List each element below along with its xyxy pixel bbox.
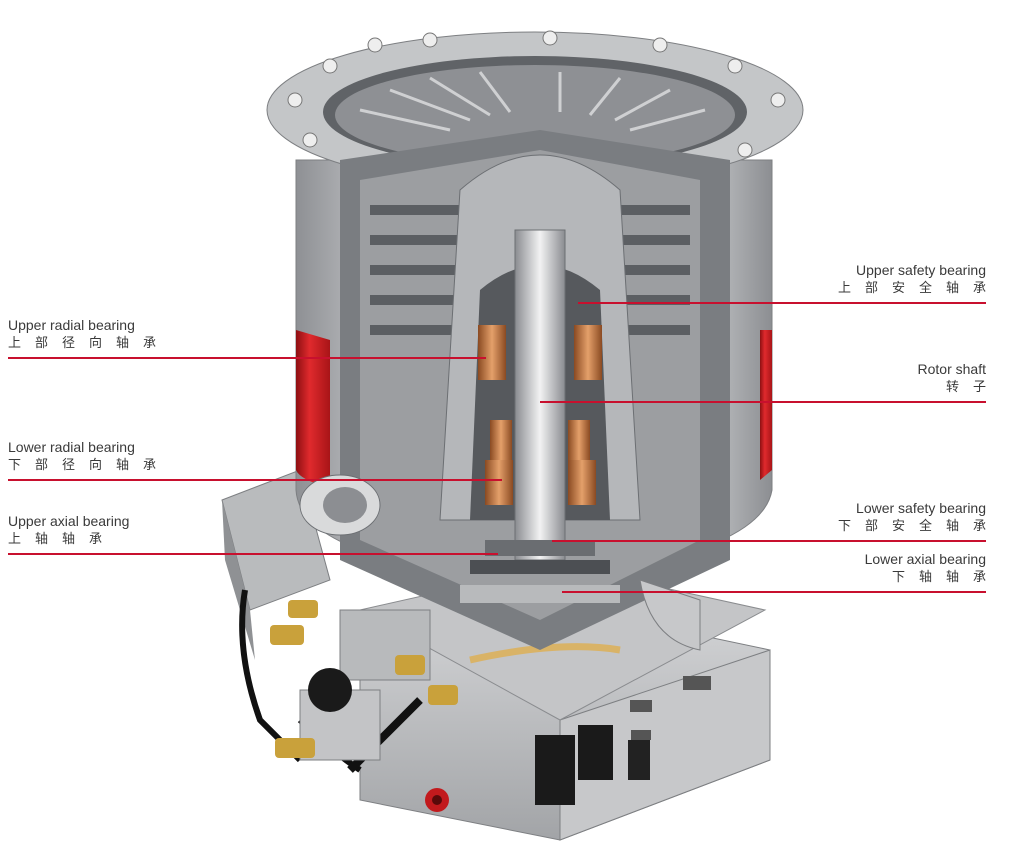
lower-radial-bearing-leader [8, 479, 502, 481]
upper-axial-bearing-leader [8, 553, 498, 555]
upper-radial-bearing-label: Upper radial bearing [8, 317, 135, 333]
side-connector [221, 469, 621, 773]
lower-axial-bearing-label: Lower axial bearing [864, 551, 986, 567]
rotor-shaft-leader [540, 401, 986, 403]
upper-radial-bearing-leader [8, 357, 486, 359]
lower-axial-bearing-leader [562, 591, 986, 593]
upper-safety-bearing-label-zh: 上部安全轴承 [837, 280, 1000, 295]
lower-safety-bearing-label-zh: 下部安全轴承 [837, 518, 1000, 533]
cutaway-section [299, 130, 730, 651]
lower-axial-bearing-label-zh: 下轴轴承 [891, 569, 1000, 584]
rotor-shaft-label-zh: 转子 [945, 379, 1000, 394]
rotor-shaft-label: Rotor shaft [917, 361, 986, 377]
upper-safety-bearing-label: Upper safety bearing [856, 262, 986, 278]
upper-axial-bearing-label-zh: 上轴轴承 [8, 531, 117, 546]
control-base [359, 609, 771, 841]
upper-axial-bearing-label: Upper axial bearing [8, 513, 130, 529]
upper-radial-bearing-label-zh: 上部径向轴承 [8, 335, 171, 350]
upper-safety-bearing-leader [578, 302, 986, 304]
lower-safety-bearing-leader [552, 540, 986, 542]
lower-safety-bearing-label: Lower safety bearing [856, 500, 986, 516]
lower-radial-bearing-label-zh: 下部径向轴承 [8, 457, 171, 472]
lower-radial-bearing-label: Lower radial bearing [8, 439, 135, 455]
